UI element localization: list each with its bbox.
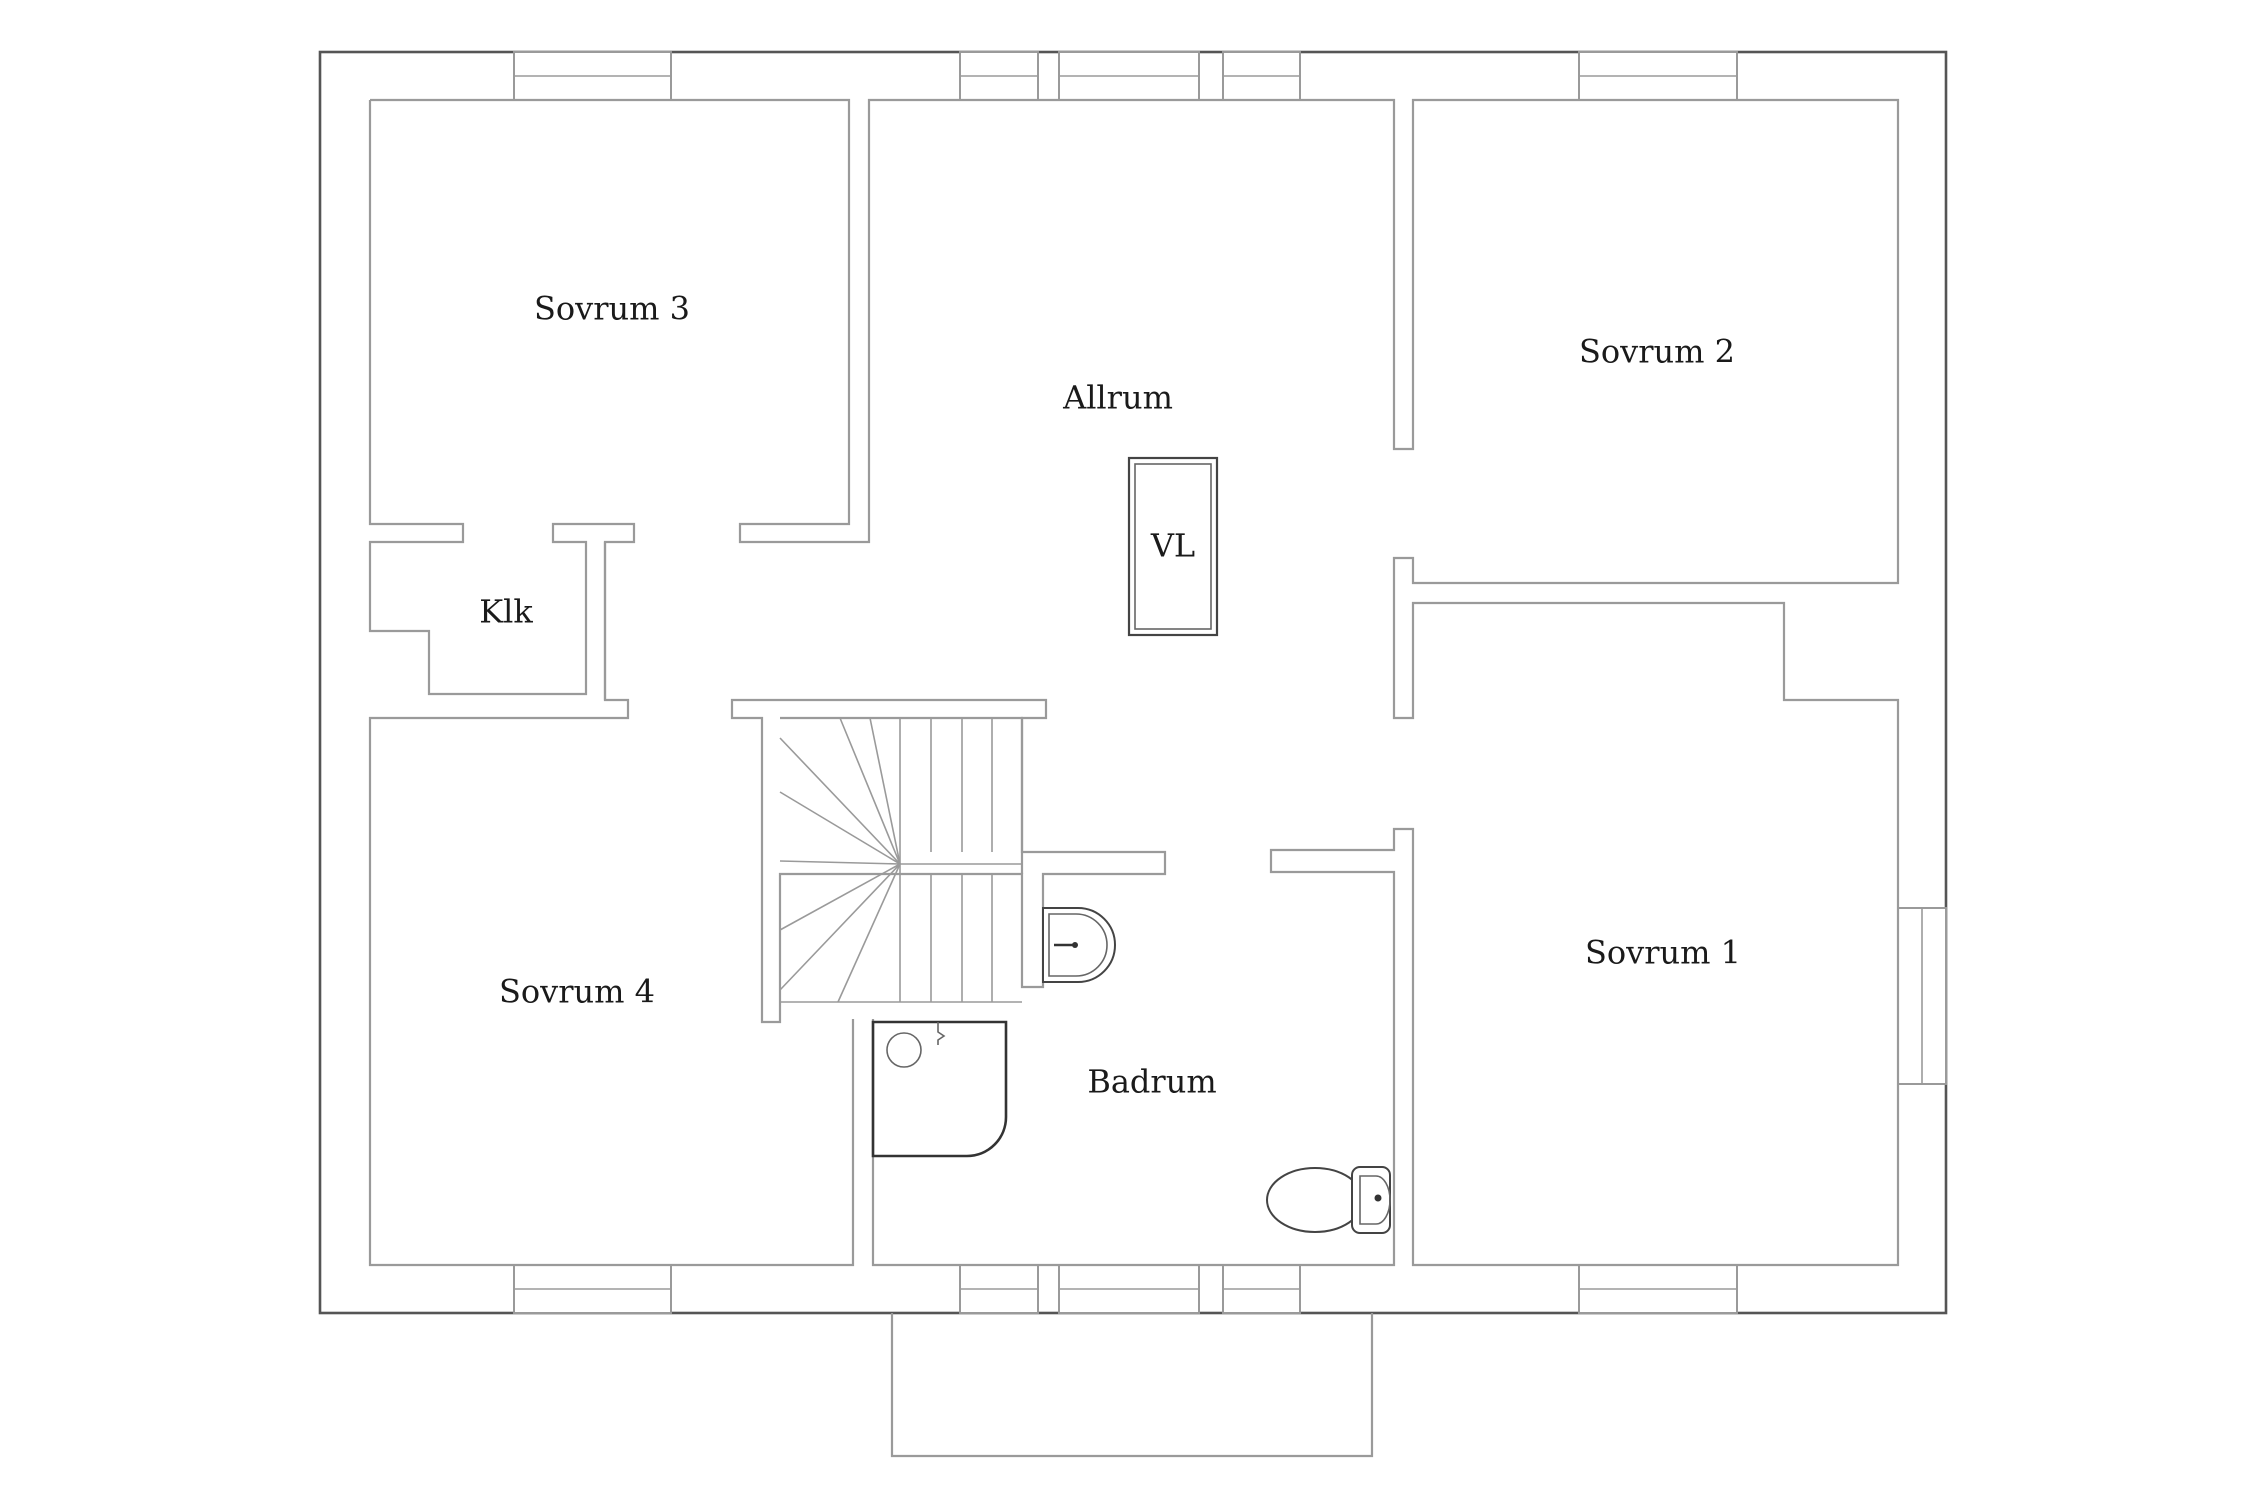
room-label-sovrum2: Sovrum 2 bbox=[1579, 333, 1735, 371]
outer-wall bbox=[318, 50, 1948, 1315]
room-label-sovrum4: Sovrum 4 bbox=[499, 973, 655, 1011]
interior-walls bbox=[368, 98, 1900, 1267]
room-label-vl: VL bbox=[1150, 527, 1195, 565]
shower bbox=[871, 1020, 1008, 1158]
window-right bbox=[1897, 907, 1947, 1085]
windows-bottom bbox=[513, 1264, 1738, 1314]
entrance-porch bbox=[890, 1313, 1374, 1458]
staircase bbox=[779, 716, 1024, 1003]
room-label-allrum: Allrum bbox=[1062, 379, 1173, 417]
room-label-sovrum3: Sovrum 3 bbox=[534, 290, 690, 328]
toilet bbox=[1266, 1166, 1391, 1234]
sink bbox=[1042, 907, 1116, 983]
vl-shaft bbox=[1127, 456, 1219, 637]
room-label-sovrum1: Sovrum 1 bbox=[1585, 934, 1741, 972]
room-label-klk: Klk bbox=[479, 593, 533, 631]
windows-top bbox=[513, 51, 1738, 101]
room-label-badrum: Badrum bbox=[1087, 1063, 1216, 1101]
